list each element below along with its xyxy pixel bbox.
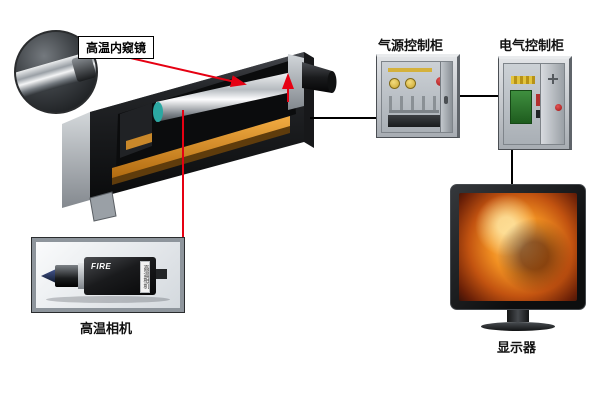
enclosure-foot [89,191,117,222]
camera-barrel-exterior [302,62,332,93]
mounting-flange [288,54,304,110]
monitor-stand-neck [507,310,529,322]
camera-lens-tip [41,269,56,283]
gas-cabinet-interior [381,61,453,133]
vent-cross-icon [548,74,558,84]
pressure-gauge [389,78,400,89]
pressure-gauge [405,78,416,89]
furnace-image-screen [459,193,577,301]
camera-lens-ring [78,263,84,289]
endoscope-tube [156,72,292,122]
callout-arrows [125,56,294,239]
camera-shadow [46,296,170,303]
circuit-board [510,90,532,124]
endoscope-label: 高温内窥镜 [78,36,155,59]
electric-cabinet-interior [503,63,565,145]
monitor-bezel [450,184,586,310]
camera-photo: FIRE 高温相机 [31,237,185,313]
guide-rail-shadow [112,126,290,185]
enclosure-left-face [62,112,90,208]
monitor-unit [450,184,586,331]
monitor-label: 显示器 [497,340,537,355]
electric-cabinet-door [540,64,564,144]
gas-pipe [388,68,432,72]
tubing-bundle [389,96,439,110]
manifold-pipe [389,110,439,113]
door-handle [444,96,448,104]
wiring-duct [511,76,535,84]
filter-unit [388,115,442,127]
monitor-stand-base [481,322,555,331]
enclosure-unit [62,52,337,222]
gas-cabinet-door [440,62,452,132]
emergency-stop-button [555,104,562,111]
electric-control-cabinet [498,56,572,150]
guide-rail [112,116,290,179]
endoscope-teal-ring [153,102,163,122]
gas-cabinet-label: 气源控制柜 [378,38,444,53]
gas-control-cabinet [376,54,460,138]
arrow-endoscope-label-to-tube [125,56,247,87]
camera-lens-barrel [55,265,79,287]
connection-lines [310,95,513,186]
camera-connector [156,269,167,279]
camera-brand-text: FIRE [91,262,112,271]
camera-sticker-label: 高温相机 [140,261,150,293]
electric-cabinet-label: 电气控制柜 [499,38,565,53]
camera-barrel-cap [327,71,337,93]
camera-label: 高温相机 [80,321,133,336]
brass-gear-block [126,133,152,150]
